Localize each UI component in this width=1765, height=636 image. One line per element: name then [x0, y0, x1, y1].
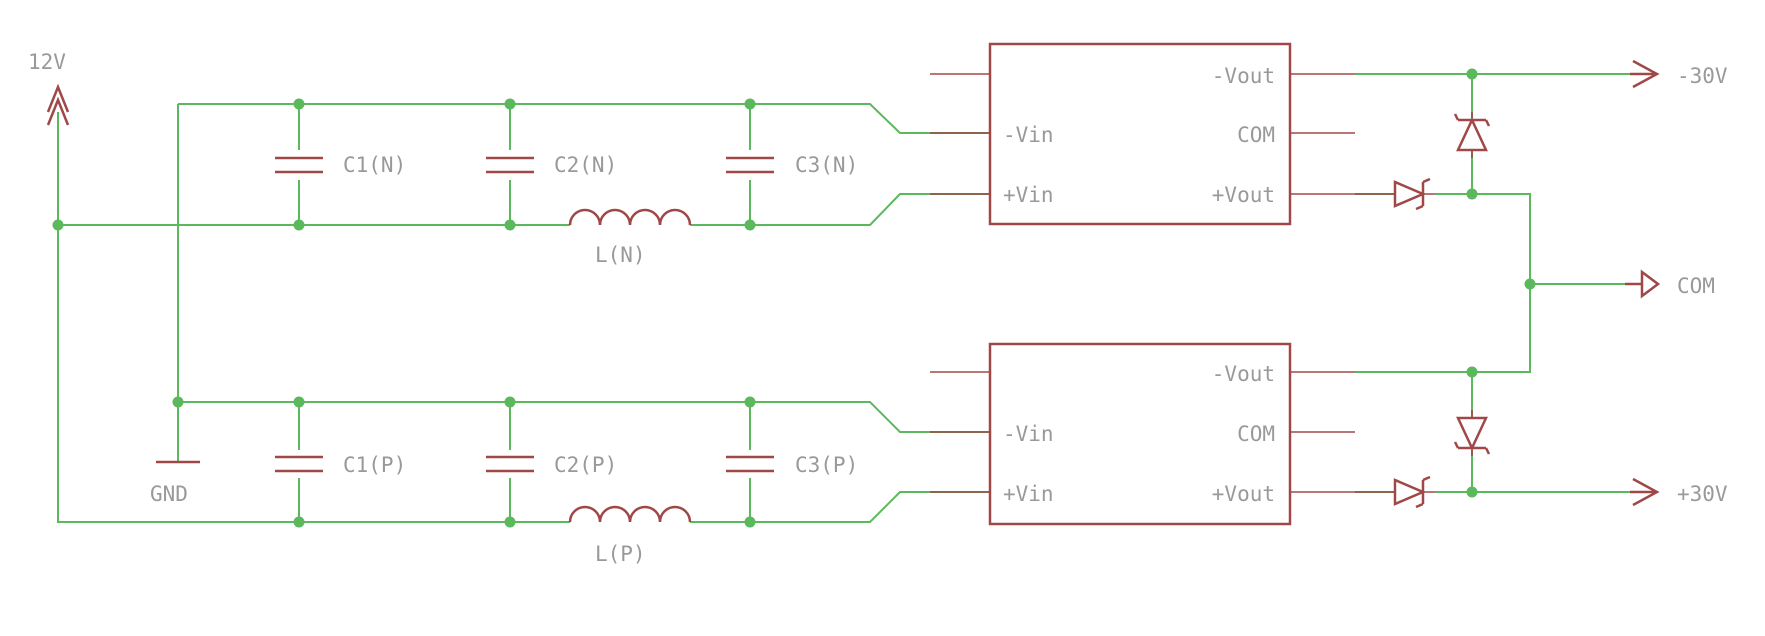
capacitor-c3p [726, 455, 774, 473]
pin-com-label: COM [1237, 123, 1275, 147]
wire-out-com-loop [1355, 193, 1531, 373]
pin-vin-pos-label: +Vin [1003, 183, 1054, 207]
ground-label: GND [150, 482, 188, 506]
converter-bottom: -Vin +Vin -Vout COM +Vout [930, 342, 1355, 526]
pin-vin-pos-label: +Vin [1003, 482, 1054, 506]
zener-diode-top-horizontal [1355, 177, 1435, 211]
label-lp: L(P) [595, 542, 646, 566]
label-c3n: C3(N) [795, 153, 858, 177]
capacitor-icon [726, 455, 774, 473]
converter-bottom-body [988, 342, 1292, 526]
capacitor-c2n [486, 156, 534, 174]
capacitor-icon [275, 455, 323, 473]
label-c2n: C2(N) [554, 153, 617, 177]
wire-12v-rail [57, 112, 299, 523]
capacitor-c1n [275, 156, 323, 174]
capacitor-c2p [486, 455, 534, 473]
pin-vout-pos-label: +Vout [1212, 183, 1275, 207]
wire-top-pos-bus-b [690, 193, 990, 226]
supply-label: 12V [28, 50, 66, 74]
label-c2p: C2(P) [554, 453, 617, 477]
capacitor-c3n [726, 156, 774, 174]
output-com-arrow-icon [1625, 269, 1661, 299]
pin-vin-neg-label: -Vin [1003, 422, 1054, 446]
zener-diode-top-vertical [1453, 112, 1491, 158]
capacitor-icon [275, 156, 323, 174]
zener-diode-bottom-horizontal [1355, 475, 1435, 509]
capacitor-icon [486, 156, 534, 174]
label-c1n: C1(N) [343, 153, 406, 177]
pin-vout-neg-label: -Vout [1212, 362, 1275, 386]
output-pos-label: +30V [1677, 482, 1728, 506]
output-com-label: COM [1677, 274, 1715, 298]
converter-top-body [988, 42, 1292, 226]
junction-dots [52, 68, 1536, 528]
inductor-lp-icon [568, 505, 692, 523]
capacitor-c1p [275, 455, 323, 473]
wire-bot-pos-bus-b [690, 491, 990, 523]
capacitor-icon [726, 156, 774, 174]
pin-com-label: COM [1237, 422, 1275, 446]
output-neg-label: -30V [1677, 64, 1728, 88]
zener-diode-bottom-vertical [1453, 410, 1491, 456]
capacitor-icon [486, 455, 534, 473]
converter-top: -Vin +Vin -Vout COM +Vout [930, 42, 1355, 226]
output-pos-arrow-icon [1630, 477, 1660, 507]
output-neg-arrow-icon [1630, 59, 1660, 89]
label-c1p: C1(P) [343, 453, 406, 477]
inductor-ln-icon [568, 208, 692, 226]
pin-vout-pos-label: +Vout [1212, 482, 1275, 506]
pin-vin-neg-label: -Vin [1003, 123, 1054, 147]
pin-vout-neg-label: -Vout [1212, 64, 1275, 88]
label-c3p: C3(P) [795, 453, 858, 477]
supply-arrow-icon [46, 83, 70, 126]
label-ln: L(N) [595, 243, 646, 267]
